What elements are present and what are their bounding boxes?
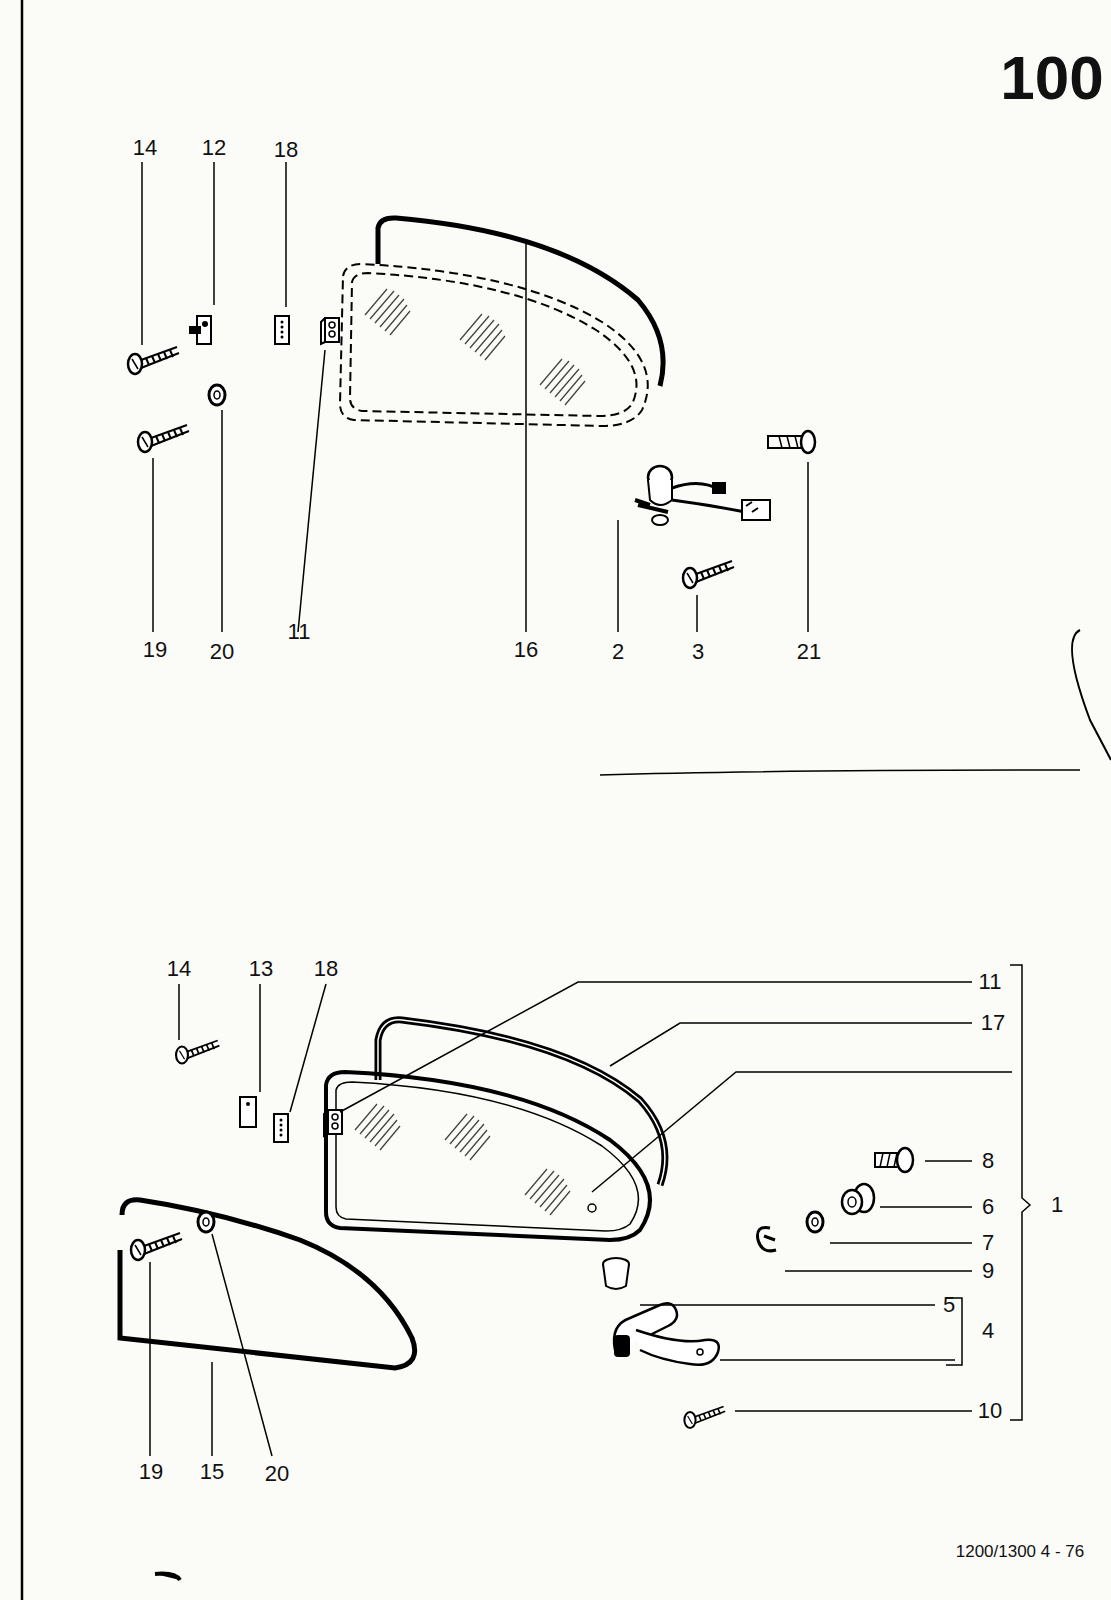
callout-number: 18 [314,958,338,980]
callout-number: 20 [265,1463,289,1485]
footer-code: 1200/1300 4 - 76 [956,1543,1085,1560]
callout-number: 10 [978,1400,1002,1422]
callout-number: 17 [981,1012,1005,1034]
callout-number: 11 [288,621,311,643]
callout-number: 18 [274,139,298,161]
callout-number: 9 [982,1260,994,1282]
callout-number: 14 [133,137,157,159]
callout-number: 20 [210,641,234,663]
callout-number: 15 [200,1461,224,1483]
callout-number: 2 [612,641,624,663]
callout-number: 5 [943,1294,955,1316]
callout-number: 19 [143,639,167,661]
callout-number: 19 [139,1461,163,1483]
callout-number: 7 [982,1232,994,1254]
callout-number: 1 [1051,1194,1063,1216]
callout-number: 12 [202,137,226,159]
callout-number: 3 [692,641,704,663]
callout-number: 21 [797,641,821,663]
callout-number: 11 [979,971,1002,993]
callout-number: 4 [982,1320,994,1342]
callout-number: 8 [982,1150,994,1172]
callout-number: 6 [982,1196,994,1218]
callout-number: 14 [167,958,191,980]
page-number: 100 [1000,47,1103,109]
callout-number: 13 [249,958,273,980]
callout-number: 16 [514,639,538,661]
